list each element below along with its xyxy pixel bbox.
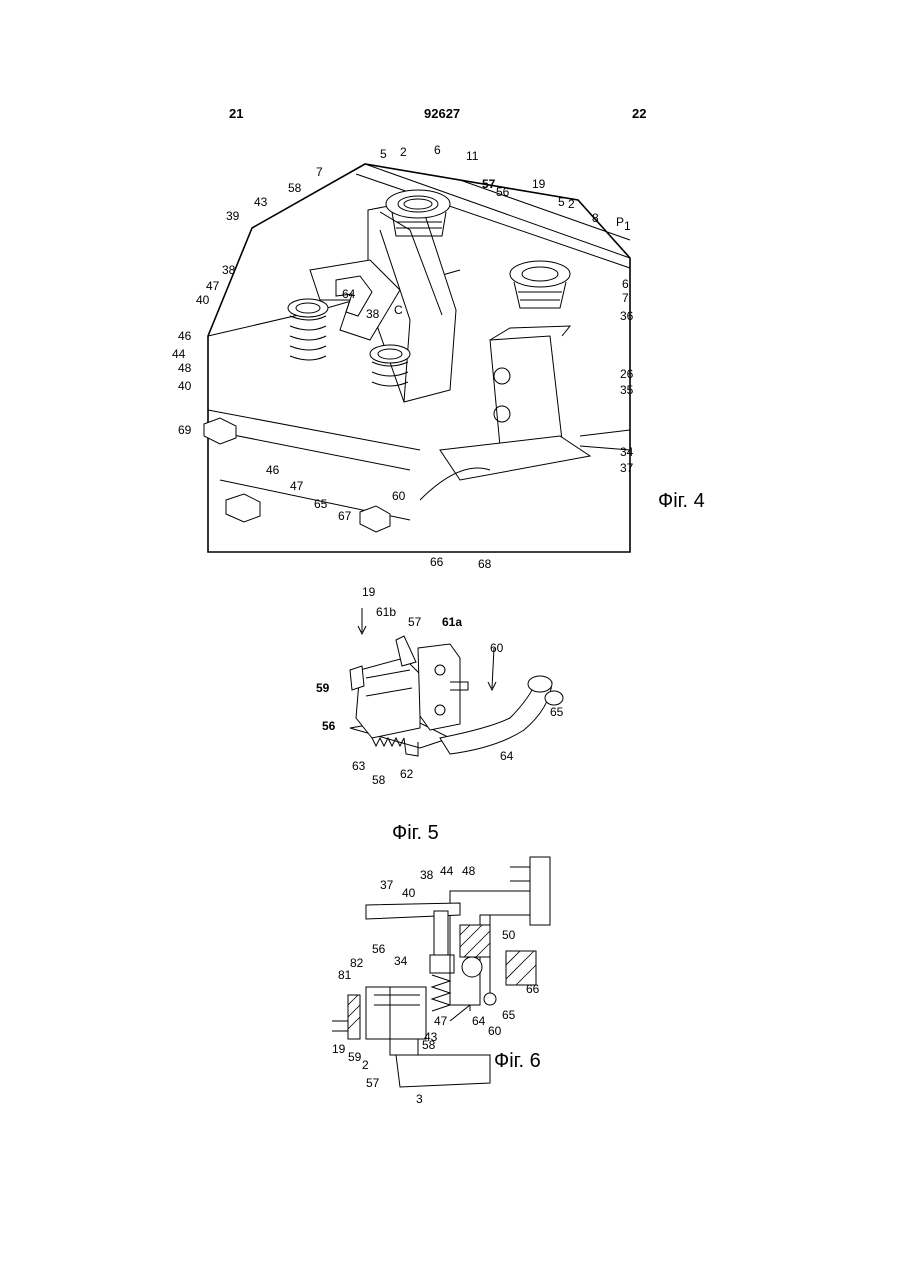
reference-numeral: 61b [376, 605, 396, 619]
reference-numeral: 38 [366, 307, 380, 321]
reference-numeral: 1 [624, 219, 631, 233]
reference-numeral: 59 [316, 681, 330, 695]
reference-numeral: 26 [620, 367, 634, 381]
reference-numeral: 48 [462, 864, 476, 878]
reference-numeral: 40 [178, 379, 192, 393]
reference-numeral: 57 [482, 177, 496, 191]
reference-numeral: 60 [392, 489, 406, 503]
reference-numeral: 2 [568, 197, 575, 211]
reference-numeral: 56 [372, 942, 386, 956]
reference-numeral: 82 [350, 956, 364, 970]
reference-numeral: 65 [502, 1008, 516, 1022]
reference-numeral: 43 [254, 195, 268, 209]
reference-numeral: 19 [362, 585, 376, 599]
reference-numeral: 64 [342, 287, 356, 301]
reference-numeral: 62 [400, 767, 414, 781]
reference-numeral: 81 [338, 968, 352, 982]
reference-numeral: 46 [266, 463, 280, 477]
reference-numeral: 19 [532, 177, 546, 191]
figure-5: 19 61b 57 61a 60 59 56 65 63 58 62 64 [300, 578, 590, 810]
reference-numeral: 38 [222, 263, 236, 277]
reference-numeral: P [616, 215, 624, 229]
reference-numeral: 58 [372, 773, 386, 787]
reference-numeral: 40 [196, 293, 210, 307]
reference-numeral: 60 [488, 1024, 502, 1038]
figure-6-caption: Фіг. 6 [494, 1050, 541, 1073]
reference-numeral: 35 [620, 383, 634, 397]
reference-numeral: 7 [316, 165, 323, 179]
reference-numeral: 61a [442, 615, 462, 629]
reference-numeral: 59 [348, 1050, 362, 1064]
reference-numeral: 66 [430, 555, 444, 569]
reference-numeral: 67 [338, 509, 352, 523]
figure-4-caption: Фіг. 4 [658, 490, 705, 513]
reference-numeral: 39 [226, 209, 240, 223]
reference-numeral: 47 [290, 479, 304, 493]
reference-numeral: 34 [394, 954, 408, 968]
patent-number: 92627 [424, 106, 460, 121]
reference-numeral: 8 [592, 211, 599, 225]
reference-numeral: 56 [496, 185, 510, 199]
reference-numeral: 5 [558, 195, 565, 209]
reference-numeral: 19 [332, 1042, 346, 1056]
reference-numeral: 46 [178, 329, 192, 343]
reference-numeral: 6 [622, 277, 629, 291]
reference-numeral: 65 [314, 497, 328, 511]
reference-numeral: 64 [500, 749, 514, 763]
reference-numeral: 50 [502, 928, 516, 942]
reference-numeral: 57 [408, 615, 422, 629]
reference-numeral: 7 [622, 291, 629, 305]
reference-numeral: 48 [178, 361, 192, 375]
reference-numeral: 40 [402, 886, 416, 900]
reference-numeral: 58 [288, 181, 302, 195]
reference-numeral: 37 [380, 878, 394, 892]
page-number-left: 21 [229, 106, 243, 121]
reference-numeral: 60 [490, 641, 504, 655]
reference-numeral: 44 [172, 347, 186, 361]
figure-4-drawing: 5 2 6 11 7 58 57 56 19 5 2 8 P 1 43 39 3… [160, 140, 650, 570]
reference-numeral: 37 [620, 461, 634, 475]
reference-numeral: 68 [478, 557, 492, 570]
reference-numeral: 69 [178, 423, 192, 437]
reference-numeral: 2 [400, 145, 407, 159]
reference-numeral: C [394, 303, 403, 317]
reference-numeral: 65 [550, 705, 564, 719]
reference-numeral: 47 [434, 1014, 448, 1028]
reference-numeral: 66 [526, 982, 540, 996]
reference-numeral: 64 [472, 1014, 486, 1028]
reference-numeral: 36 [620, 309, 634, 323]
reference-numeral: 44 [440, 864, 454, 878]
reference-numeral: 11 [466, 149, 479, 163]
reference-numeral: 5 [380, 147, 387, 161]
reference-numeral: 34 [620, 445, 634, 459]
reference-numeral: 57 [366, 1076, 380, 1090]
reference-numeral: 38 [420, 868, 434, 882]
figure-5-caption: Фіг. 5 [392, 822, 439, 845]
reference-numeral: 58 [422, 1038, 436, 1052]
page-number-right: 22 [632, 106, 646, 121]
reference-numeral: 6 [434, 143, 441, 157]
reference-numeral: 2 [362, 1058, 369, 1072]
reference-numeral: 3 [416, 1092, 423, 1105]
reference-numeral: 63 [352, 759, 366, 773]
figure-5-drawing: 19 61b 57 61a 60 59 56 65 63 58 62 64 [300, 578, 590, 810]
reference-numeral: 47 [206, 279, 220, 293]
figure-4: 5 2 6 11 7 58 57 56 19 5 2 8 P 1 43 39 3… [160, 140, 650, 570]
reference-numeral: 56 [322, 719, 336, 733]
